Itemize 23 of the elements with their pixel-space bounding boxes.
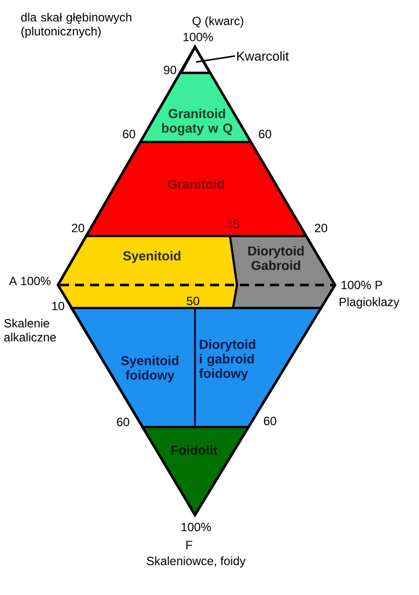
axis-label: 60 — [116, 418, 130, 426]
axis-label: 20 — [72, 224, 84, 232]
region-label: Kwarcolit — [237, 51, 289, 61]
axis-label: 60 — [264, 416, 276, 426]
leader-line — [196, 55, 236, 63]
axis-label: 90 — [164, 66, 176, 74]
axis-label: A 100% — [9, 276, 51, 286]
axis-label: 50 — [186, 296, 200, 306]
note-text: dla skał głębinowych (plutonicznych) — [21, 12, 132, 38]
axis-label: 100% P — [342, 280, 382, 290]
field-region: Foidolit — [141, 427, 248, 515]
axis-label: 100% — [184, 32, 213, 42]
axis-label: 20 — [314, 224, 328, 232]
axis-label: Skaleniowce, foidy — [146, 556, 246, 568]
note-text: Skalenie alkaliczne — [4, 318, 56, 342]
axis-label: Plagioklazy — [340, 297, 400, 309]
axis-label: 60 — [258, 130, 272, 138]
field-region: Granitoid bogaty w Q — [141, 73, 250, 142]
axis-label: 60 — [122, 130, 136, 138]
axis-label: 65 — [226, 220, 240, 228]
axis-label: F — [186, 540, 192, 550]
axis-label: Q (kwarc) — [192, 16, 244, 28]
field-region: Diorytoid Gabroid — [230, 236, 335, 308]
